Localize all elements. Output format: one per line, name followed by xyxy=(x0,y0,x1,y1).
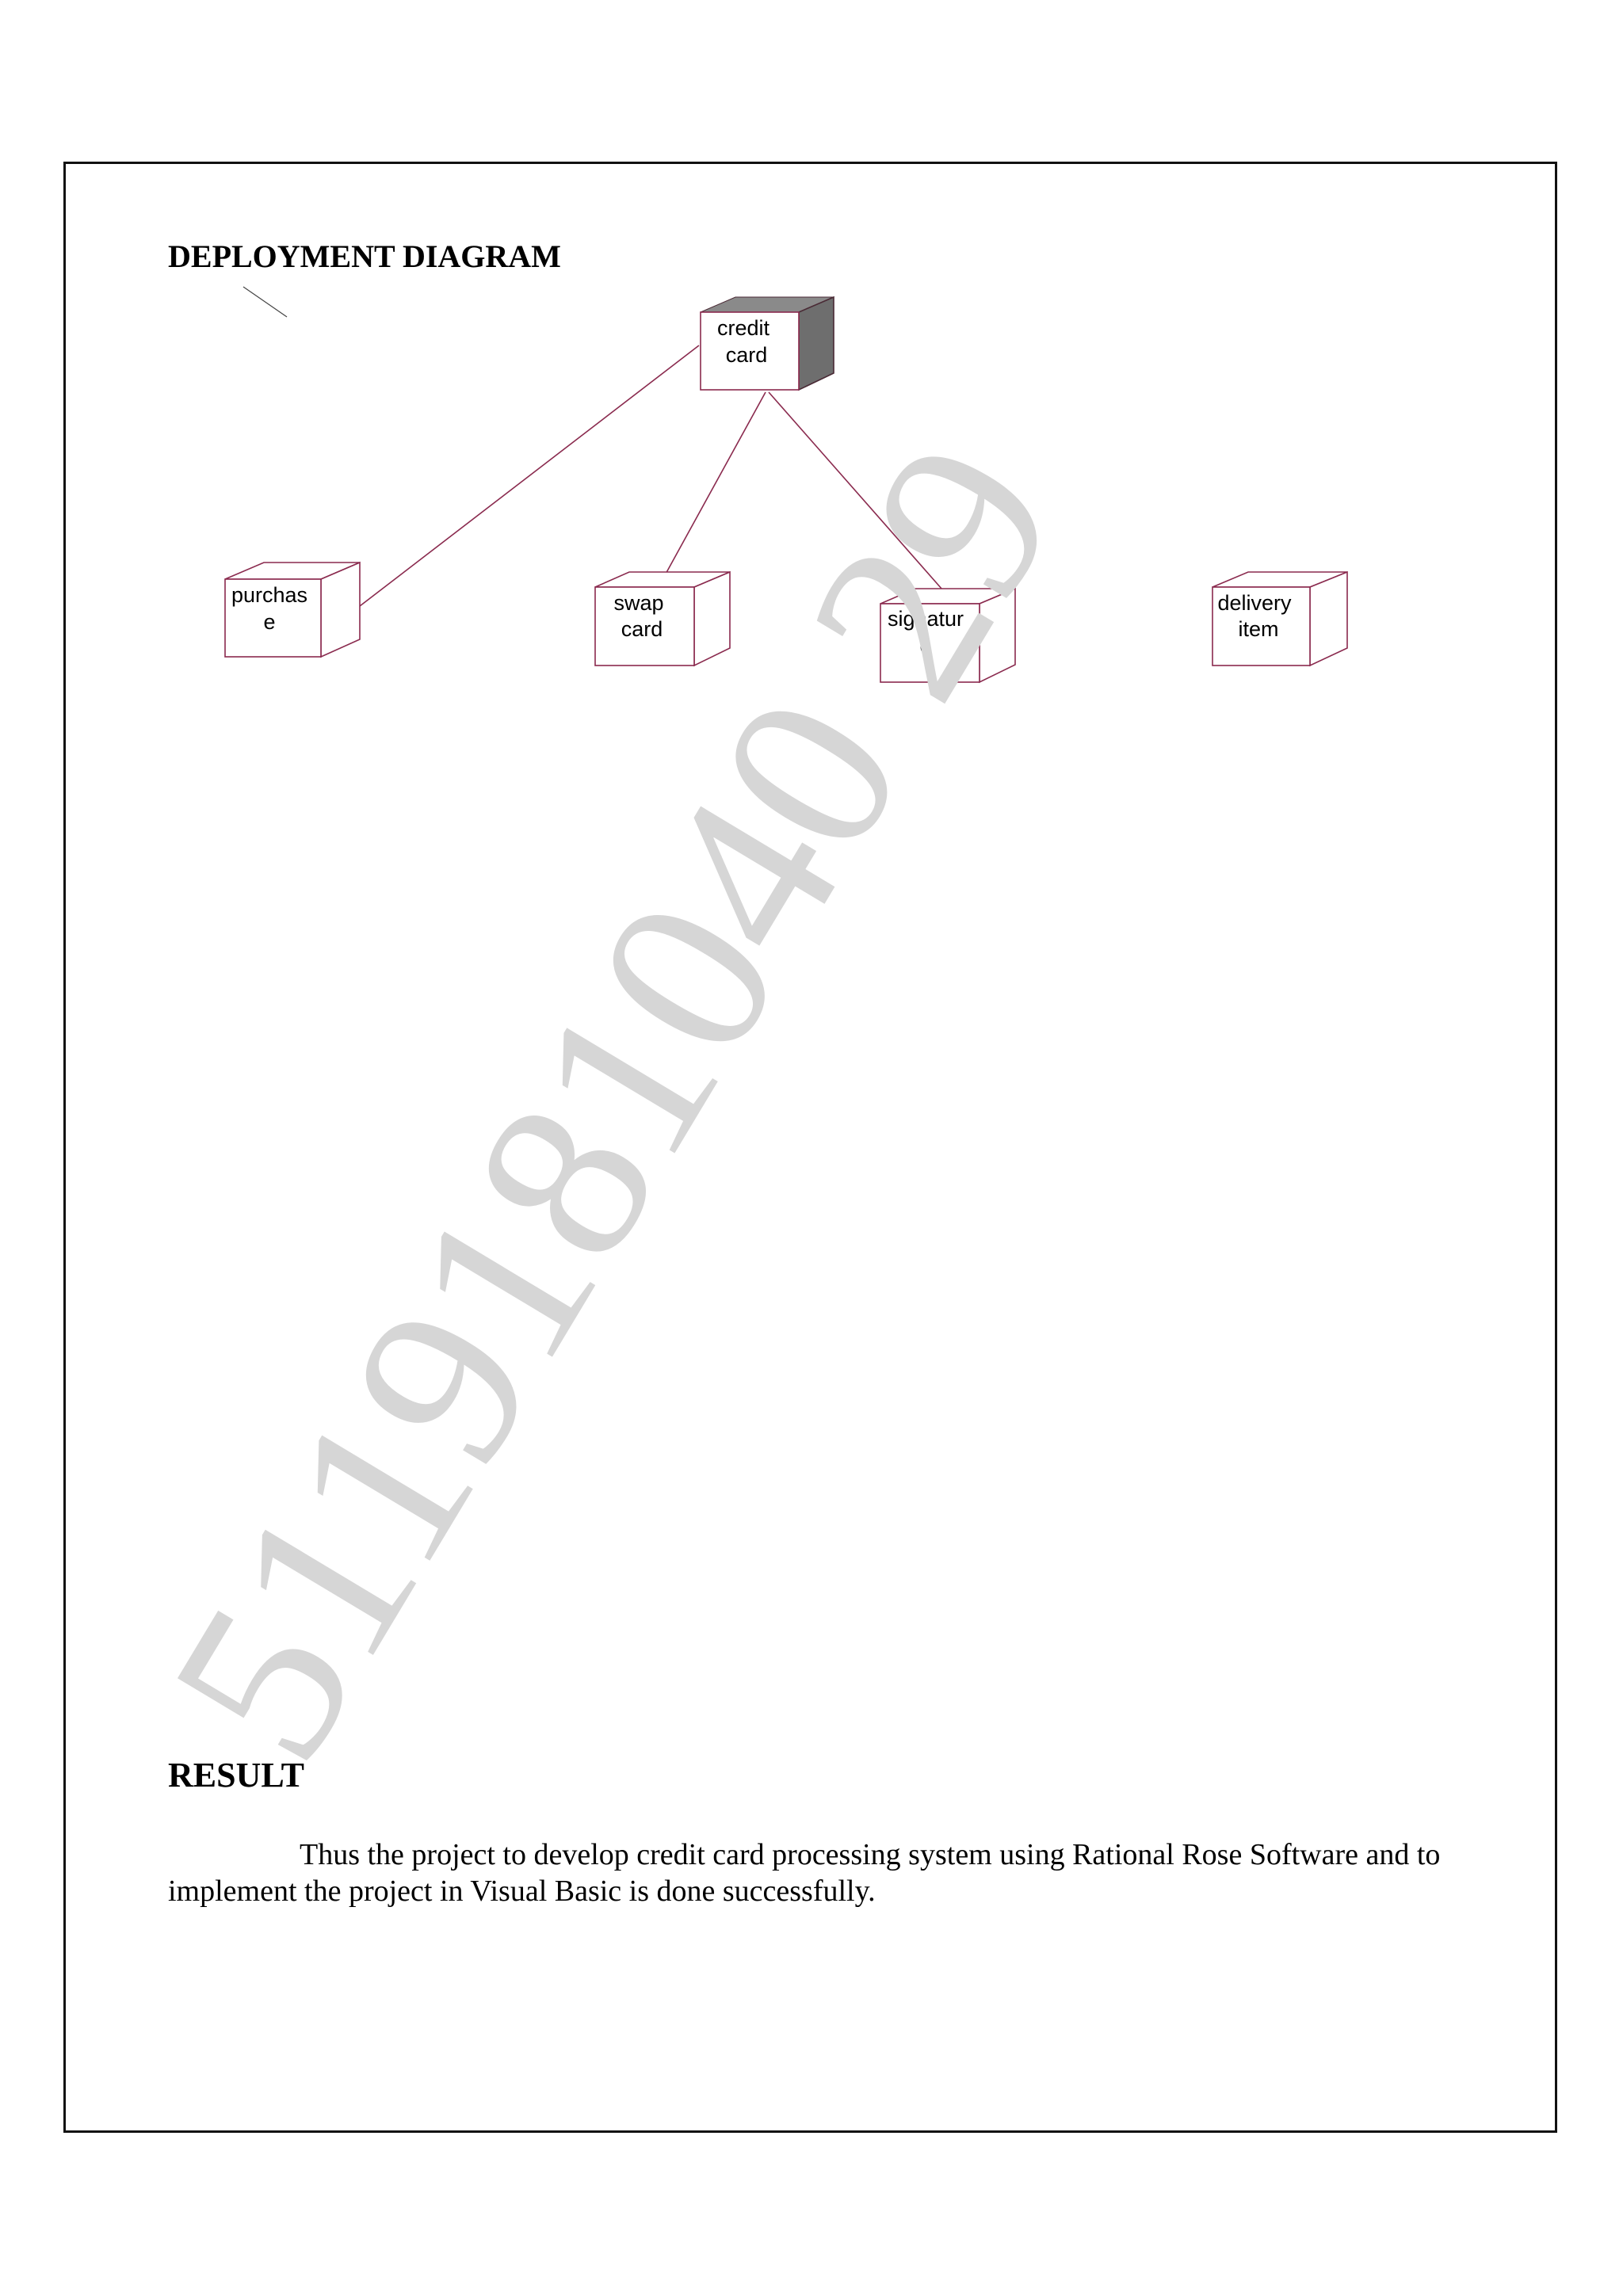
page-title: DEPLOYMENT DIAGRAM xyxy=(168,238,561,274)
page-border xyxy=(63,162,1557,2133)
result-heading: RESULT xyxy=(168,1756,305,1794)
result-paragraph: Thus the project to develop credit card … xyxy=(168,1838,1441,1908)
